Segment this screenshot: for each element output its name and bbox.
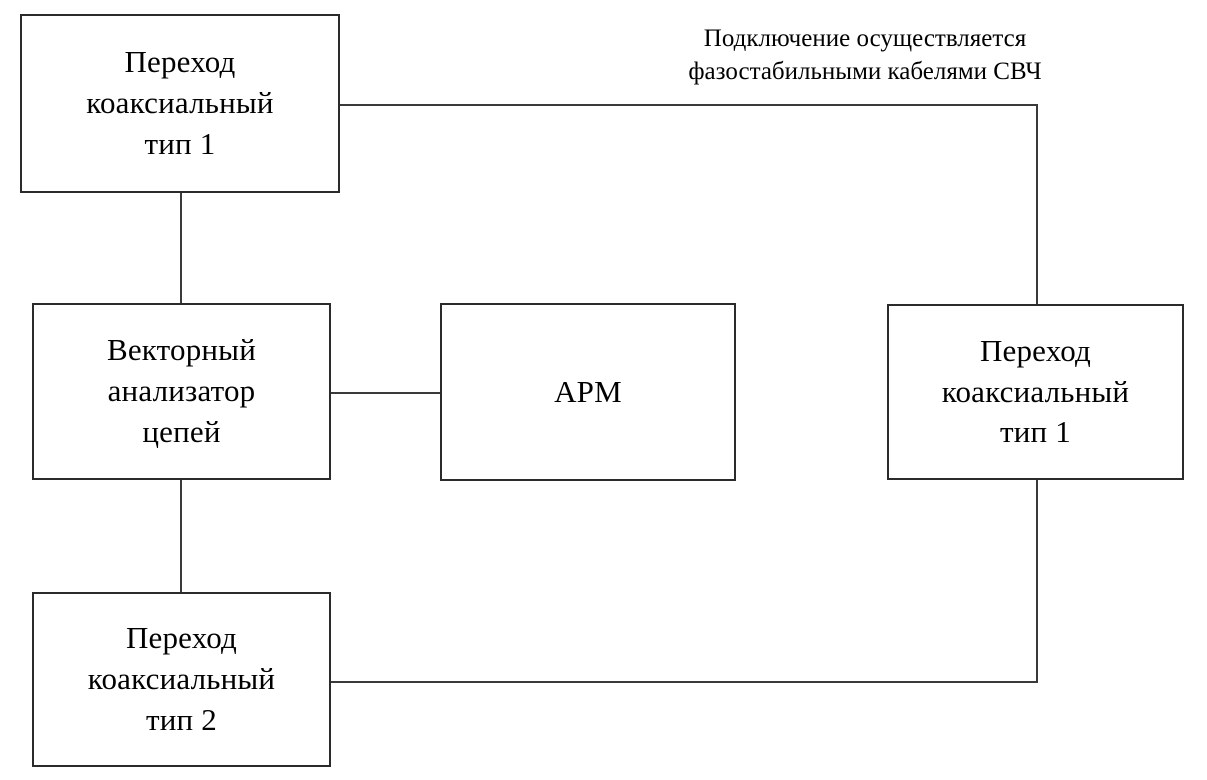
- node-arm-label: АРМ: [554, 373, 622, 409]
- edge-coax-top-left-to-coax-right-horizontal: [339, 104, 1038, 106]
- node-coax-top-left[interactable]: Переход коаксиальный тип 1: [20, 14, 340, 193]
- edge-coax-top-left-to-vna: [180, 191, 182, 304]
- node-coax-bottom-left[interactable]: Переход коаксиальный тип 2: [32, 592, 331, 767]
- node-coax-right-label: Переход коаксиальный тип 1: [941, 332, 1130, 450]
- node-coax-top-left-label: Переход коаксиальный тип 1: [86, 44, 274, 161]
- edge-vna-to-arm: [330, 392, 441, 394]
- edge-coax-bottom-left-to-coax-right-vertical: [1036, 478, 1038, 682]
- connection-caption: Подключение осуществляется фазостабильны…: [688, 25, 1042, 86]
- edge-coax-bottom-left-to-coax-right-horizontal: [330, 681, 1038, 683]
- node-coax-right[interactable]: Переход коаксиальный тип 1: [887, 304, 1184, 480]
- node-vna[interactable]: Векторный анализатор цепей: [32, 303, 331, 480]
- node-arm[interactable]: АРМ: [440, 303, 736, 481]
- node-coax-bottom-left-label: Переход коаксиальный тип 2: [87, 620, 276, 737]
- edge-coax-top-left-to-coax-right-vertical: [1036, 104, 1038, 305]
- node-vna-label: Векторный анализатор цепей: [106, 332, 257, 449]
- edge-vna-to-coax-bottom-left: [180, 478, 182, 593]
